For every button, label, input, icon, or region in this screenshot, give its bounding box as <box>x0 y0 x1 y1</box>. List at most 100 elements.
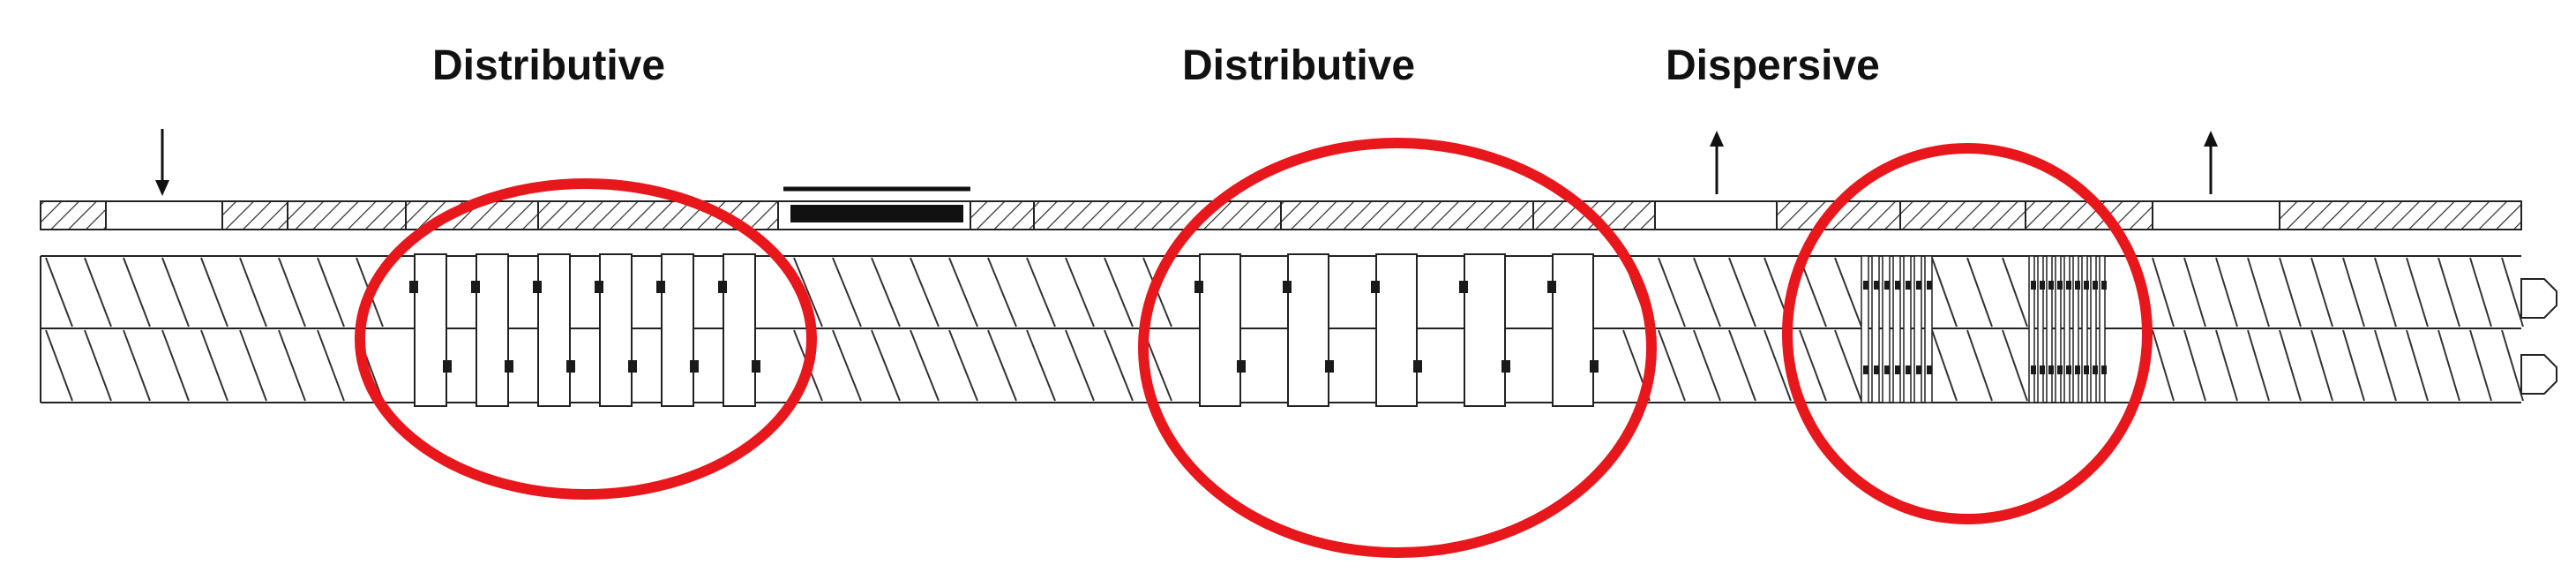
screw-flight <box>1834 329 1862 402</box>
kneading-mark <box>1547 281 1556 293</box>
dispersive-mark <box>2075 365 2080 374</box>
kneading-mark <box>533 281 542 293</box>
screw-tip-upper <box>2520 278 2557 319</box>
dispersive-mark <box>2084 281 2089 290</box>
screw-flight <box>2374 329 2397 402</box>
dispersive-disc <box>2028 255 2035 403</box>
screw-flight <box>871 257 901 328</box>
kneading-mark <box>1590 360 1599 373</box>
screw-flight <box>948 329 978 402</box>
vent-arrow-icon <box>2204 131 2218 194</box>
dispersive-mark <box>2101 365 2107 374</box>
screw-tip-lower <box>2520 354 2557 395</box>
screw-flight <box>832 329 862 402</box>
screw-flight <box>45 329 73 402</box>
screw-flight <box>239 329 267 402</box>
dispersive-mark <box>1906 365 1911 374</box>
screw-flight <box>910 257 940 328</box>
dispersive-mark <box>1874 365 1879 374</box>
kneading-mark <box>1325 360 1334 373</box>
screw-flight <box>239 257 267 328</box>
dispersive-mark <box>2093 365 2098 374</box>
screw-flight <box>910 329 940 402</box>
dispersive-mark <box>2040 281 2045 290</box>
dispersive-disc <box>1924 255 1933 403</box>
dispersive-mark <box>2084 365 2089 374</box>
screw-flight <box>1026 329 1056 402</box>
kneading-mark <box>1459 281 1468 293</box>
dispersive-mark <box>1884 281 1890 290</box>
screw-flight <box>317 257 345 328</box>
barrel-open-section <box>106 202 222 229</box>
barrel <box>40 200 2522 230</box>
screw-flight <box>1104 257 1134 328</box>
screw-flight <box>2342 329 2365 402</box>
dispersive-mark <box>1927 281 1932 290</box>
screw-flight <box>200 329 228 402</box>
kneading-mark <box>505 360 513 373</box>
screw-flight <box>278 329 306 402</box>
dispersive-mark <box>2066 365 2071 374</box>
distributive-label-1: Distributive <box>432 42 666 89</box>
kneading-mark <box>1283 281 1292 293</box>
screw-flight <box>1764 329 1792 402</box>
screw-flight <box>1799 329 1827 402</box>
screw-flight <box>832 257 862 328</box>
dispersive-mark <box>1874 281 1879 290</box>
screw-flight <box>2279 257 2302 328</box>
kneading-mark <box>595 281 603 293</box>
kneading-mark <box>1237 360 1246 373</box>
screw-flight <box>2469 257 2492 328</box>
dispersive-disc <box>1871 255 1880 403</box>
dispersive-mark <box>2048 281 2054 290</box>
screw-flight <box>1658 257 1686 328</box>
screw-flight <box>2437 257 2460 328</box>
dispersive-mark <box>1895 365 1900 374</box>
screw-flight <box>1104 329 1134 402</box>
dispersive-disc <box>2090 255 2097 403</box>
dispersive-disc <box>2063 255 2071 403</box>
dispersive-disc <box>1892 255 1901 403</box>
kneading-mark <box>1194 281 1203 293</box>
feed-port-arrow-icon <box>155 129 169 196</box>
screw-flight <box>161 329 190 402</box>
screw-flight <box>948 257 978 328</box>
kneading-disc <box>1552 253 1594 407</box>
distributive-zone-highlight-1 <box>355 178 817 500</box>
screw-flight <box>793 257 823 328</box>
kneading-disc <box>599 253 633 407</box>
screw-flight <box>2310 329 2333 402</box>
screw-flight <box>871 329 901 402</box>
screw-flight <box>2406 329 2429 402</box>
screw-flight <box>317 329 345 402</box>
dispersive-mark <box>2075 281 2080 290</box>
screw-flight <box>1966 329 1993 402</box>
kneading-mark <box>471 281 480 293</box>
kneading-disc <box>1199 253 1241 407</box>
screw-flight <box>2342 257 2365 328</box>
screw-flight <box>2501 329 2524 402</box>
dispersive-label: Dispersive <box>1666 42 1880 89</box>
screw-flight <box>1026 257 1056 328</box>
dispersive-mark <box>1927 365 1932 374</box>
screw-flight <box>278 257 306 328</box>
screw-flight <box>2469 329 2492 402</box>
kneading-mark <box>656 281 665 293</box>
screw-flight <box>123 329 151 402</box>
screw-flight <box>2247 329 2270 402</box>
screw-flight <box>2002 257 2028 328</box>
barrel-open-section <box>1655 202 1777 229</box>
dispersive-disc <box>1882 255 1891 403</box>
screw-flight <box>161 257 190 328</box>
screw-flight <box>2247 257 2270 328</box>
screw-flight <box>1931 257 1958 328</box>
screw-flight <box>2152 329 2175 402</box>
kneading-mark <box>752 360 760 373</box>
screw-flight <box>1728 257 1756 328</box>
dispersive-mark <box>2057 281 2063 290</box>
screw-flight <box>2501 257 2524 328</box>
screw-flight <box>2437 329 2460 402</box>
kneading-mark <box>443 360 452 373</box>
kneading-disc <box>414 253 447 407</box>
